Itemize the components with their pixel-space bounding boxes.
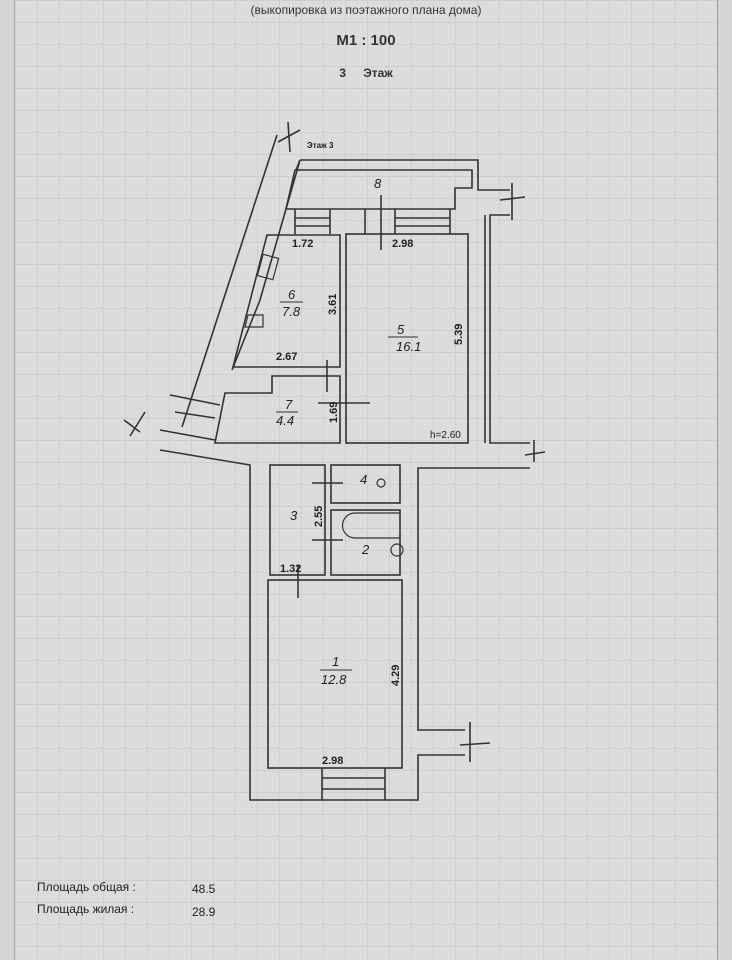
- stairs-bottom: [321, 768, 386, 800]
- room-1: [267, 579, 403, 769]
- sink-icon: [244, 314, 264, 328]
- room-3-number: 3: [290, 508, 298, 523]
- room-7: [214, 375, 341, 444]
- room-1-area: 12.8: [321, 672, 347, 687]
- toilet-icon: [376, 478, 386, 488]
- room-4: [330, 464, 401, 504]
- dim-r7-side: 1.69: [328, 402, 340, 423]
- dim-r3-side: 2.55: [313, 506, 325, 527]
- total-area-label: Площадь общая :: [37, 880, 136, 894]
- room-1-number: 1: [332, 654, 339, 669]
- dim-r6-top: 1.72: [292, 238, 313, 250]
- floor-label: 3 Этаж: [339, 66, 393, 80]
- room-6-area: 7.8: [282, 304, 301, 319]
- stairs-top: [294, 195, 451, 250]
- bathtub-icon: [341, 512, 400, 539]
- living-area-label: Площадь жилая :: [37, 902, 135, 916]
- boiler-icon: [390, 543, 404, 557]
- outer-walls: [123, 121, 546, 801]
- room-7-area: 4.4: [276, 413, 294, 428]
- room-6: [231, 234, 341, 368]
- dim-r3-bottom: 1.32: [280, 563, 301, 575]
- total-area-value: 48.5: [192, 882, 216, 896]
- room-5-number: 5: [397, 322, 405, 337]
- room-2: [330, 509, 401, 576]
- document-subtitle: (выкопировка из поэтажного плана дома): [250, 3, 482, 17]
- dim-r5-top: 2.98: [392, 238, 413, 250]
- dim-r5-side: 5.39: [453, 324, 465, 345]
- room-5: [345, 233, 469, 444]
- room-8: [284, 169, 473, 210]
- dim-r6-side: 3.61: [327, 294, 339, 315]
- scale-label: M1 : 100: [336, 32, 396, 49]
- room-8-number: 8: [374, 176, 382, 191]
- living-area-value: 28.9: [192, 905, 216, 919]
- dim-r1-side: 4.29: [390, 665, 402, 686]
- room-5-area: 16.1: [396, 339, 421, 354]
- room-7-number: 7: [285, 397, 293, 412]
- floor-plan-label: Этаж 3: [307, 141, 334, 150]
- dim-r1-bottom: 2.98: [322, 755, 343, 767]
- stove-icon: [256, 253, 280, 281]
- room-4-number: 4: [360, 472, 367, 487]
- room-2-number: 2: [361, 542, 370, 557]
- room-6-number: 6: [288, 287, 296, 302]
- dim-r6-bottom: 2.67: [276, 351, 297, 363]
- ceiling-height: h=2.60: [430, 430, 461, 441]
